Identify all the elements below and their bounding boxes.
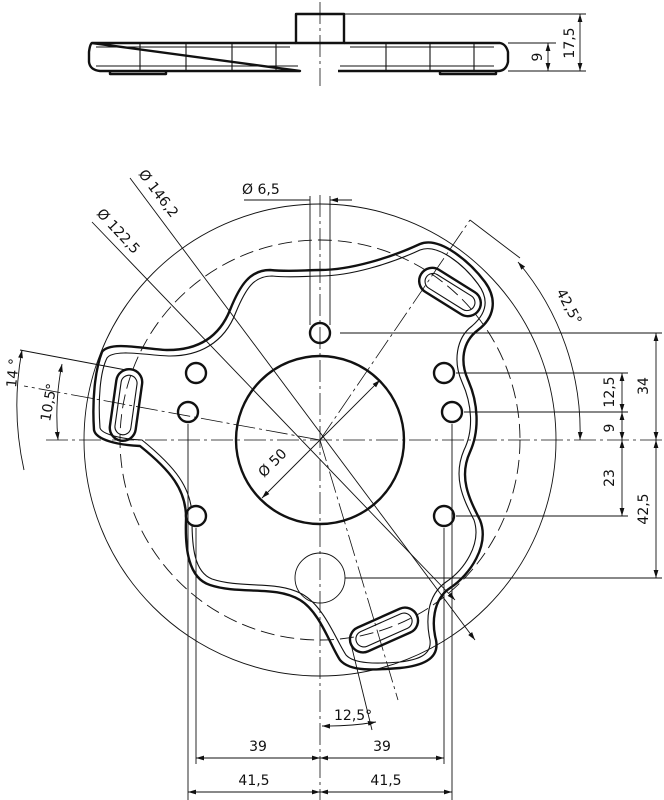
angle-bottom-text: 12,5° <box>334 708 372 724</box>
angle-bottom-ext <box>349 639 373 731</box>
side-view-plate <box>87 41 510 73</box>
side-dim-9-text: 9 <box>530 53 546 62</box>
side-dim-17-5-text: 17,5 <box>562 27 578 58</box>
slot-left <box>108 368 144 442</box>
side-view-feet <box>108 71 498 76</box>
dim-23-text: 23 <box>602 469 618 487</box>
angle-top-right-arc <box>517 261 583 441</box>
angle-left-inner-arc <box>54 363 63 441</box>
side-view: 9 17,5 <box>87 2 586 86</box>
dim-42-5-text: 42,5 <box>636 493 652 524</box>
slot-bottom <box>348 606 420 654</box>
dim-12-5-text: 12,5 <box>602 376 618 407</box>
hole-right-upper <box>432 361 456 385</box>
hole-right-middle <box>440 400 464 424</box>
side-view-plate-detail <box>96 43 494 71</box>
angle-bottom-arc <box>321 720 377 729</box>
bore-diameter-text: Ø 50 <box>256 446 291 481</box>
dim-41-5-right-text: 41,5 <box>370 773 401 789</box>
hole-left-lower <box>184 504 208 528</box>
dim-41-5-left-text: 41,5 <box>238 773 269 789</box>
pitch-diameter-text: Ø 122,5 <box>93 206 143 258</box>
plate-outline <box>92 241 494 671</box>
angle-left-inner-text: 10,5° <box>38 382 60 422</box>
angle-left-outer-ext <box>19 349 127 371</box>
dim-39-left-text: 39 <box>249 739 267 755</box>
dim-9-text: 9 <box>602 424 618 433</box>
angle-left-outer-text: 14 ° <box>4 358 23 389</box>
bore-diameter-leader <box>261 379 381 499</box>
top-view: Ø 6,5 Ø 146,2 Ø 122,5 Ø 50 42,5° 14 ° 10… <box>4 167 664 800</box>
pitch-diameter-leader <box>91 221 456 601</box>
hole-left-middle <box>176 400 200 424</box>
dim-39-right-text: 39 <box>373 739 391 755</box>
dim-34-text: 34 <box>636 377 652 395</box>
angle-left-outer-arc <box>16 349 25 471</box>
hole-dim-text: Ø 6,5 <box>242 182 280 198</box>
angle-top-right-text: 42,5° <box>552 286 584 327</box>
hole-right-lower <box>432 504 456 528</box>
angle-top-right-ext <box>469 219 521 259</box>
hole-left-upper <box>184 361 208 385</box>
slot-top-right <box>417 266 483 318</box>
plate-outline-inner <box>98 248 486 664</box>
